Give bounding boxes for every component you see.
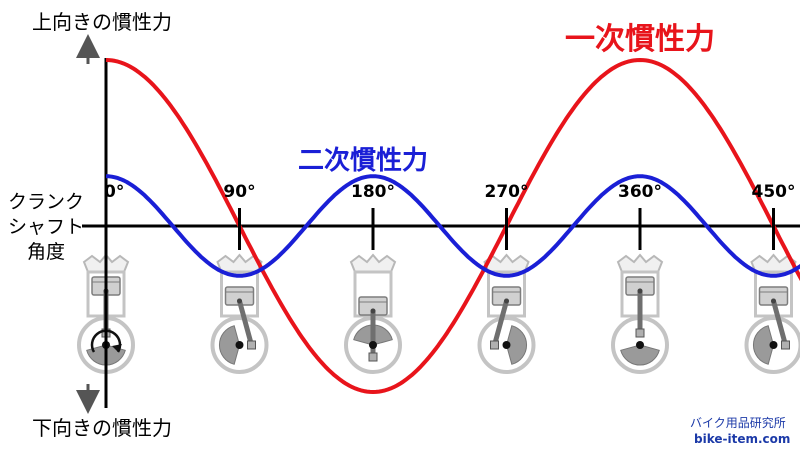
- x-tick-label: 90°: [223, 182, 255, 202]
- cylinder-head: [616, 253, 664, 273]
- crank-axis: [502, 341, 511, 349]
- piston-pin: [637, 288, 643, 294]
- x-tick-label: 270°: [485, 182, 529, 202]
- crank-counterweight: [505, 325, 527, 365]
- x-axis-label-line-3: 角度: [26, 241, 65, 263]
- piston-pin: [237, 298, 242, 304]
- crank-counterweight: [753, 325, 775, 365]
- series-primary-name: 一次慣性力: [565, 22, 715, 57]
- x-axis-label-line-1: クランク: [7, 191, 84, 213]
- crank-pin: [490, 340, 499, 350]
- engine-diagram: [477, 253, 536, 374]
- y-axis-bottom-label: 下向きの慣性力: [32, 416, 172, 440]
- watermark-url: bike-item.com: [694, 432, 791, 446]
- crank-pin: [781, 340, 790, 350]
- piston-pin: [771, 298, 776, 304]
- series-line-primary: [105, 58, 800, 394]
- crank-axis: [369, 341, 377, 349]
- x-tick-label: 360°: [618, 182, 662, 202]
- rotation-arrowhead-icon: [112, 344, 122, 352]
- crank-pin: [368, 352, 378, 362]
- crank-counterweight: [219, 325, 241, 365]
- crank-axis: [636, 341, 644, 349]
- watermark-title: バイク用品研究所: [690, 416, 786, 430]
- engine-diagrams: [77, 253, 800, 374]
- engine-diagram: [611, 253, 669, 374]
- crank-axis: [235, 341, 244, 349]
- engine-diagram: [744, 253, 800, 374]
- cylinder-head: [349, 253, 397, 273]
- piston-pin: [370, 308, 376, 314]
- y-axis-top-label: 上向きの慣性力: [32, 10, 172, 34]
- engine-diagram: [210, 253, 269, 374]
- crank-axis: [769, 341, 778, 349]
- series-line-secondary: [105, 174, 800, 278]
- connecting-rod: [237, 298, 254, 348]
- crank-pin: [635, 328, 645, 338]
- x-tick-label: 450°: [752, 182, 796, 202]
- x-axis-label: クランク シャフト 角度: [4, 190, 88, 265]
- crank-counterweight: [620, 344, 660, 366]
- connecting-rod: [492, 298, 509, 348]
- x-axis-label-line-2: シャフト: [7, 216, 84, 238]
- x-tick-labels: 0° 90° 180° 270° 360° 450°: [104, 182, 796, 250]
- engine-diagram: [344, 253, 402, 374]
- connecting-rod: [771, 298, 788, 348]
- crank-pin: [247, 340, 256, 350]
- x-tick-label: 180°: [351, 182, 395, 202]
- piston-pin: [504, 298, 509, 304]
- series-secondary-name: 二次慣性力: [298, 146, 429, 176]
- chart-series: [105, 58, 800, 394]
- x-tick-label: 0°: [104, 182, 124, 202]
